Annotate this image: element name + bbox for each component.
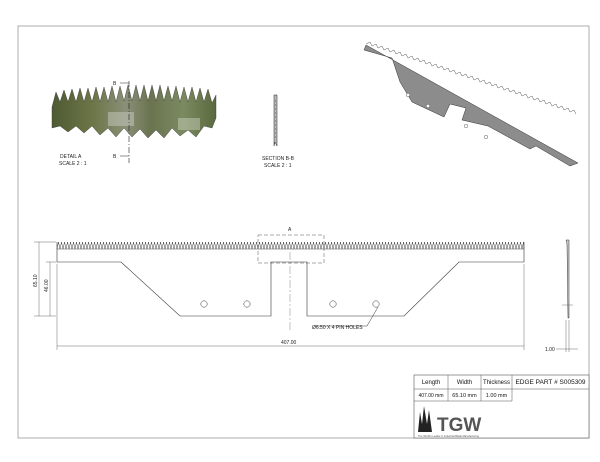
iso-blade-teeth bbox=[365, 41, 577, 115]
dim-thickness: 1.00 bbox=[545, 347, 555, 353]
hole-leader bbox=[315, 306, 379, 327]
section-bb-title: SECTION B-B bbox=[262, 156, 295, 162]
header-length: Length bbox=[421, 379, 441, 386]
logo-tagline: The World's Leader in Industrial Blade M… bbox=[418, 434, 480, 438]
dim-body-height: 46.00 bbox=[44, 279, 50, 292]
detail-a-blade bbox=[51, 84, 217, 139]
value-length: 407.00 mm bbox=[418, 392, 444, 399]
front-view: A Ø6.50 X 4 PIN HOLES 65.10 46.00 407.00 bbox=[33, 227, 525, 350]
section-marker-bottom: B bbox=[113, 154, 117, 160]
side-profile bbox=[565, 239, 570, 319]
detail-a-reflection bbox=[178, 118, 200, 130]
detail-a-reflection bbox=[108, 112, 134, 126]
iso-pin-hole bbox=[426, 103, 431, 108]
pin-hole bbox=[372, 300, 380, 308]
detail-a-title: DETAIL A bbox=[60, 154, 82, 160]
detail-a-callout-label: A bbox=[288, 227, 292, 233]
iso-pin-hole bbox=[464, 123, 469, 128]
front-teeth bbox=[56, 241, 525, 250]
value-thickness: 1.00 mm bbox=[485, 392, 508, 399]
detail-a-scale: SCALE 2 : 1 bbox=[59, 161, 87, 167]
pin-hole bbox=[200, 300, 208, 308]
section-marker-top: B bbox=[113, 81, 117, 87]
side-view: 1.00 bbox=[545, 239, 578, 353]
section-bb-scale: SCALE 2 : 1 bbox=[264, 163, 292, 169]
iso-blade-face bbox=[363, 44, 579, 167]
section-bb-view: SECTION B-B SCALE 2 : 1 bbox=[262, 94, 295, 169]
header-width: Width bbox=[456, 379, 473, 386]
part-number-label: EDGE PART # S005309 bbox=[515, 378, 586, 386]
front-outline bbox=[56, 242, 525, 317]
pin-hole bbox=[329, 300, 337, 308]
dim-overall-height: 65.10 bbox=[33, 274, 39, 287]
logo-flame-icon bbox=[418, 406, 432, 432]
iso-pin-hole bbox=[484, 134, 489, 139]
value-width: 65.10 mm bbox=[452, 392, 477, 399]
isometric-view bbox=[363, 41, 579, 167]
logo-text: TGW bbox=[437, 415, 481, 436]
detail-a-callout bbox=[257, 234, 325, 264]
title-block-frame: TGW The World's Leader in Industrial Bla… bbox=[413, 374, 590, 439]
hole-note: Ø6.50 X 4 PIN HOLES bbox=[312, 325, 363, 331]
header-thickness: Thickness bbox=[482, 379, 510, 386]
iso-pin-hole bbox=[406, 92, 411, 97]
dim-length: 407.00 bbox=[281, 340, 297, 346]
sheet-border bbox=[17, 25, 590, 439]
pin-hole bbox=[243, 300, 251, 308]
detail-a-view: B B DETAIL A SCALE 2 : 1 bbox=[51, 81, 217, 167]
